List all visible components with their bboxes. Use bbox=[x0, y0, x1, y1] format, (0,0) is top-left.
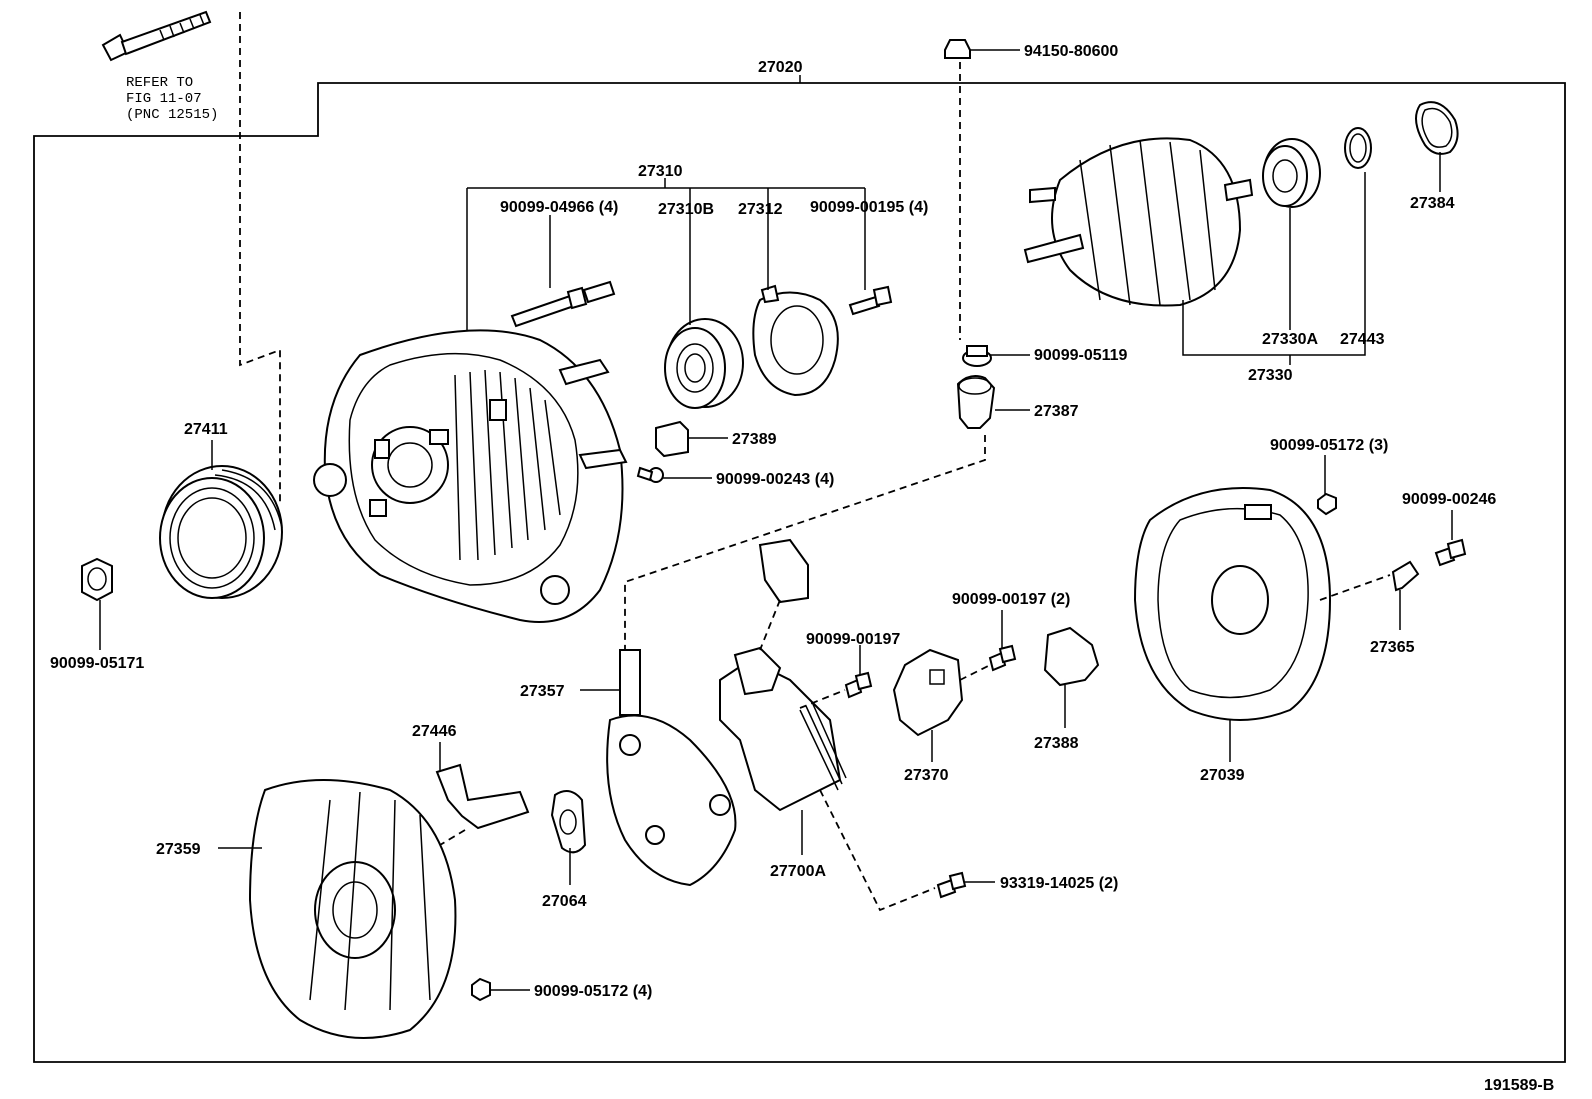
label-27443: 27443 bbox=[1340, 331, 1385, 348]
refer-note-line2: FIG 11-07 bbox=[126, 91, 202, 107]
rear-end-cover-27039 bbox=[1133, 487, 1332, 721]
ring-27443 bbox=[1344, 127, 1372, 169]
pulley-nut-icon bbox=[81, 557, 113, 602]
label-27388: 27388 bbox=[1034, 735, 1079, 752]
label-27359: 27359 bbox=[156, 841, 201, 858]
refer-note-line3: (PNC 12515) bbox=[126, 107, 218, 123]
label-27064: 27064 bbox=[542, 893, 587, 910]
label-27411: 27411 bbox=[184, 421, 228, 438]
label-90099-00243: 90099-00243 (4) bbox=[716, 471, 834, 488]
label-27700a: 27700A bbox=[770, 863, 826, 880]
label-27389: 27389 bbox=[732, 431, 777, 448]
screw-00197-2-icon bbox=[988, 644, 1017, 672]
label-27387: 27387 bbox=[1034, 403, 1079, 420]
label-27312: 27312 bbox=[738, 201, 783, 218]
insulator-27064 bbox=[550, 790, 587, 854]
screw-14025-icon bbox=[936, 871, 967, 899]
cover-27384 bbox=[1415, 101, 1459, 155]
pulley-27411 bbox=[159, 465, 283, 599]
label-27310b: 27310B bbox=[658, 201, 714, 218]
label-27310: 27310 bbox=[638, 163, 683, 180]
label-27357: 27357 bbox=[520, 683, 565, 700]
terminal-cap-27389 bbox=[655, 420, 689, 458]
nut-05119-icon bbox=[962, 345, 992, 367]
brush-holder-27370 bbox=[892, 648, 964, 737]
bearing-27330a bbox=[1262, 138, 1321, 208]
bearing-27310b bbox=[664, 318, 744, 409]
label-90099-05171: 90099-05171 bbox=[50, 655, 144, 672]
label-90099-05172-4: 90099-05172 (4) bbox=[534, 983, 652, 1000]
screw-00195-icon bbox=[848, 285, 893, 316]
label-27330a: 27330A bbox=[1262, 331, 1318, 348]
rotor-assembly-27330 bbox=[1023, 137, 1254, 307]
label-27020: 27020 bbox=[758, 59, 803, 76]
label-90099-00195: 90099-00195 (4) bbox=[810, 199, 928, 216]
nut-05172-3-icon bbox=[1317, 492, 1337, 516]
label-90099-00197-2: 90099-00197 (2) bbox=[952, 591, 1070, 608]
terminal-27365 bbox=[1391, 560, 1420, 592]
label-27330: 27330 bbox=[1248, 367, 1293, 384]
label-90099-00246: 90099-00246 bbox=[1402, 491, 1496, 508]
drive-end-frame-housing bbox=[313, 329, 628, 623]
label-90099-04966: 90099-04966 (4) bbox=[500, 199, 618, 216]
cap-nut-94150-icon bbox=[944, 39, 971, 59]
label-90099-00197: 90099-00197 bbox=[806, 631, 900, 648]
label-93319-14025: 93319-14025 (2) bbox=[1000, 875, 1118, 892]
label-27370: 27370 bbox=[904, 767, 949, 784]
retainer-plate-27312 bbox=[752, 284, 839, 397]
insulator-27387 bbox=[956, 375, 996, 429]
refer-bolt-icon bbox=[101, 10, 212, 62]
rectifier-27357 bbox=[606, 649, 737, 887]
bolt-00243-icon bbox=[636, 466, 664, 483]
plate-27446 bbox=[435, 763, 530, 830]
label-27446: 27446 bbox=[412, 723, 457, 740]
stud-bolt-icon bbox=[510, 280, 616, 328]
assembly-frame bbox=[33, 82, 1566, 1063]
regulator-27700a bbox=[719, 538, 847, 812]
label-94150-80600: 94150-80600 bbox=[1024, 43, 1118, 60]
figure-id: 191589-B bbox=[1484, 1077, 1554, 1094]
label-27039: 27039 bbox=[1200, 767, 1245, 784]
rear-frame-27359 bbox=[248, 779, 457, 1039]
label-27365: 27365 bbox=[1370, 639, 1415, 656]
screw-00197-icon bbox=[844, 671, 873, 699]
cover-27388 bbox=[1043, 626, 1100, 687]
label-90099-05119: 90099-05119 bbox=[1034, 347, 1128, 364]
nut-05172-4-icon bbox=[471, 977, 491, 1002]
label-27384: 27384 bbox=[1410, 195, 1455, 212]
bolt-00246-icon bbox=[1434, 538, 1467, 567]
label-90099-05172-3: 90099-05172 (3) bbox=[1270, 437, 1388, 454]
refer-note-line1: REFER TO bbox=[126, 75, 193, 91]
